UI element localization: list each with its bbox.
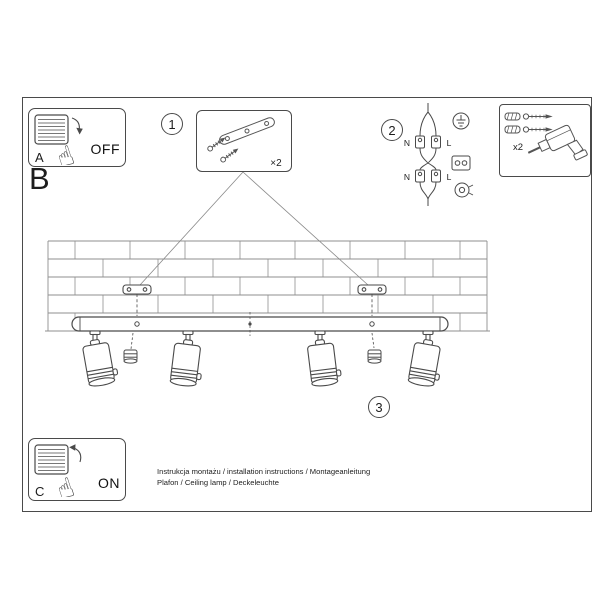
- bulb-left: [123, 332, 138, 364]
- mounting-bracket-right: [357, 284, 387, 316]
- panel-switch-off: ☝ OFF A: [28, 108, 126, 167]
- brick-wall: [45, 240, 490, 332]
- drill-icon: [527, 124, 588, 161]
- screws-quantity: x2: [513, 142, 523, 153]
- step-2-badge: 2: [381, 119, 403, 141]
- earth-symbol-icon: [452, 112, 470, 130]
- press-arrow-icon: [71, 117, 83, 135]
- terminal-pair-bottom: [415, 169, 441, 183]
- spotlight-4: [407, 330, 441, 387]
- spotlight-1: [82, 330, 119, 387]
- step-2-number: 2: [388, 122, 396, 138]
- tools-box: x2: [499, 104, 591, 177]
- bracket-parts-illustration: ×2: [207, 117, 282, 169]
- wire-label-n-top: N: [404, 138, 410, 148]
- panel-switch-on: ☝ ON C: [28, 438, 126, 501]
- sheet-border: [22, 97, 592, 512]
- section-b-label: B: [29, 161, 50, 196]
- panel-a-letter: A: [35, 150, 44, 165]
- switch-off-illustration: ☝: [34, 114, 83, 165]
- wall-plug-icon: [504, 125, 521, 134]
- footer-text: Instrukcja montażu / installation instru…: [157, 466, 370, 488]
- wire-label-n-bottom: N: [404, 172, 410, 182]
- wire-label-l-top: L: [447, 138, 452, 148]
- spotlight-3: [307, 330, 342, 387]
- step-3-badge: 3: [368, 396, 390, 418]
- bracket-quantity: ×2: [270, 158, 282, 169]
- brick-joints: [74, 241, 461, 331]
- mounting-rail: [71, 312, 449, 336]
- screw-icon: [522, 126, 553, 133]
- hand-icon: ☝: [53, 472, 78, 497]
- mounting-bracket-left: [122, 284, 152, 316]
- footer-line-product: Plafon / Ceiling lamp / Deckeleuchte: [157, 478, 279, 487]
- press-arrow-icon: [69, 444, 82, 463]
- switch-state-on: ON: [98, 475, 120, 491]
- switch-on-illustration: ☝: [34, 444, 82, 497]
- bracket-parts-box: ×2: [196, 110, 292, 172]
- screw-icon: [207, 137, 226, 152]
- step-1-number: 1: [168, 116, 176, 132]
- tools-illustration: x2: [504, 112, 588, 161]
- mains-cable: [419, 103, 437, 206]
- hand-icon: ☝: [53, 140, 78, 165]
- screw-icon: [522, 113, 553, 120]
- terminal-pair-top: [415, 135, 441, 149]
- step-3-number: 3: [375, 399, 383, 415]
- screw-icon: [220, 148, 239, 163]
- wiring-diagram: N L N L: [404, 103, 474, 206]
- terminal-block-icon: [451, 155, 471, 171]
- cable-clamp-icon: [454, 182, 474, 198]
- panel-c-letter: C: [35, 484, 45, 499]
- bulb-right: [367, 332, 382, 364]
- spotlight-2: [169, 330, 202, 387]
- switch-state-off: OFF: [90, 141, 120, 157]
- wall-plug-icon: [504, 112, 521, 121]
- step-1-badge: 1: [161, 113, 183, 135]
- wire-label-l-bottom: L: [447, 172, 452, 182]
- bracket-plate-icon: [219, 117, 275, 145]
- leader-lines: [139, 171, 369, 286]
- footer-line-instructions: Instrukcja montażu / installation instru…: [157, 467, 371, 476]
